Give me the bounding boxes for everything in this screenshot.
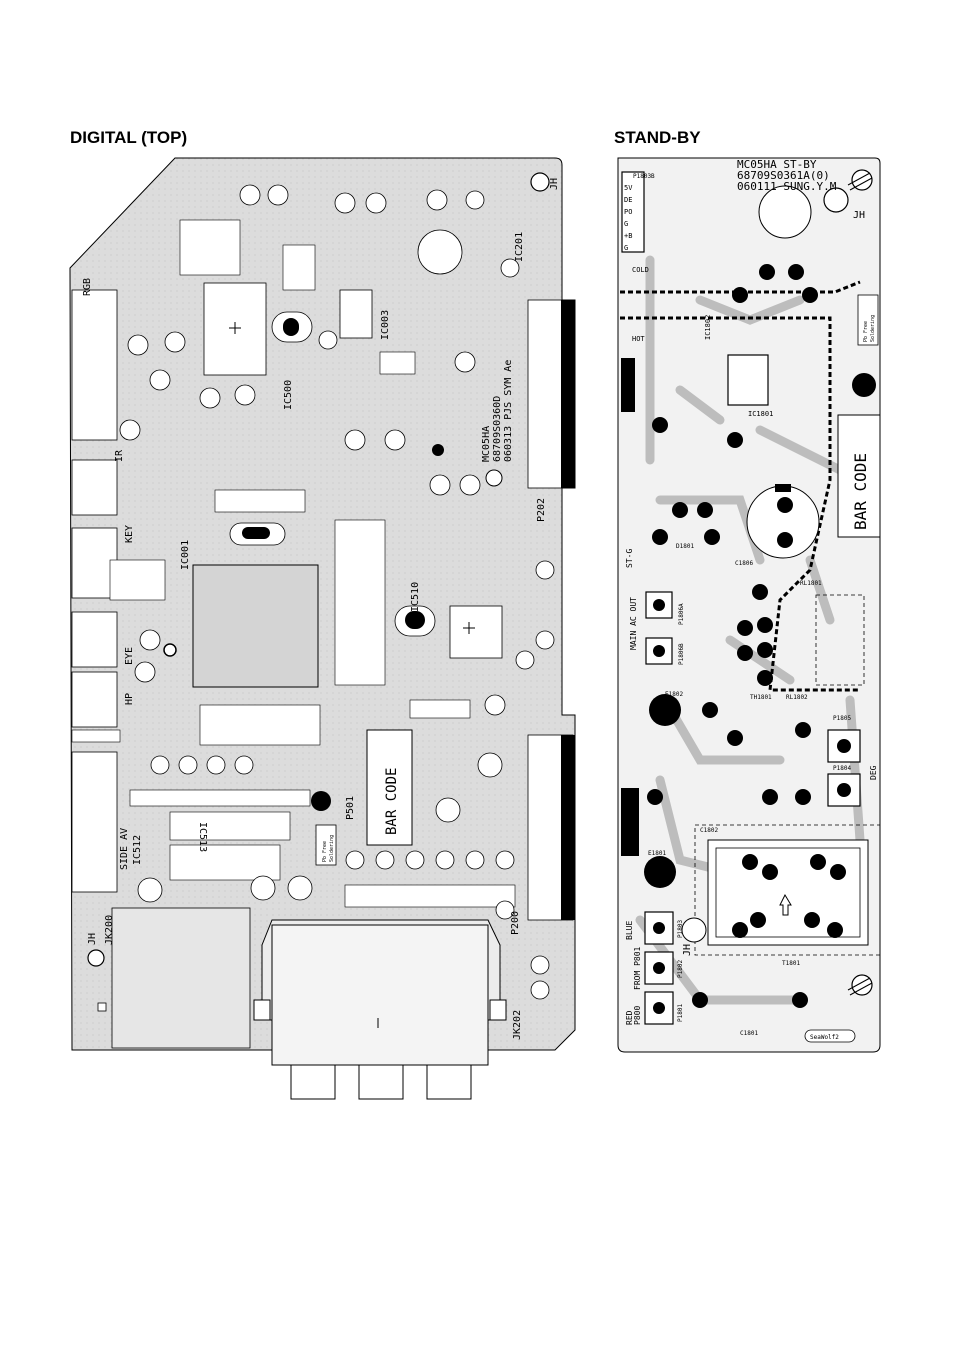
ic-label-ic1802: IC1802 <box>704 315 712 340</box>
standby-header: MC05HA ST-BY 68709S0361A(0) 060111 SUNG.… <box>737 158 837 193</box>
ic-label-ic001: IC001 <box>180 540 191 570</box>
ic-label-ic1801: IC1801 <box>748 410 773 418</box>
part-label-e1801: E1801 <box>648 850 666 857</box>
digital-top-title: DIGITAL (TOP) <box>70 128 188 147</box>
ic-label-ic003: IC003 <box>380 310 391 340</box>
part-label-p1803: P1803 <box>677 920 684 938</box>
jack-label-jk200: JK200 <box>104 915 115 945</box>
port-label-p202: P202 <box>536 498 547 522</box>
standby-pb-free-line-2: Soldering <box>870 315 876 342</box>
pin-label-de: DE <box>624 196 632 204</box>
pin-label-po: PO <box>624 208 632 216</box>
connector-label-eye: EYE <box>124 647 135 665</box>
part-label-c1801: C1801 <box>740 1030 758 1037</box>
digital-bar-code: BAR CODE <box>384 768 400 835</box>
part-label-c1802: C1802 <box>700 827 718 834</box>
digital-pb-free: Pb Free Soldering <box>315 824 337 866</box>
connector-label-rgb: RGB <box>82 278 93 296</box>
ic-label-ic201: IC201 <box>514 232 525 262</box>
side-label-p800: P800 <box>633 1006 642 1025</box>
standby-header-line-2: 68709S0361A(0) <box>737 169 830 182</box>
standby-left-pins: 5V DE PO G +B G <box>624 184 633 252</box>
side-label-main-ac-out: MAIN AC OUT <box>629 597 638 650</box>
part-label-p1806a: P1806A <box>678 603 685 625</box>
ic-label-ic513: IC513 <box>197 822 208 852</box>
ic-label-ic510: IC510 <box>410 582 421 612</box>
region-label-hot: HOT <box>632 335 645 343</box>
pb-free-line-2: Soldering <box>329 835 335 862</box>
standby-jh-top: JH <box>853 210 865 221</box>
port-label-p501: P501 <box>345 796 356 820</box>
jh-mark-bottom: JH <box>87 933 98 945</box>
ic-label-ic500: IC500 <box>283 380 294 410</box>
standby-jh-bottom: JH <box>682 944 693 956</box>
standby-side-labels: ST-G MAIN AC OUT DEG BLUE RED FROM P801 … <box>625 549 878 1025</box>
pin-label-b: +B <box>624 232 632 240</box>
connector-label-ir: IR <box>114 449 125 462</box>
standby-header-line-1: MC05HA ST-BY <box>737 158 817 171</box>
connector-label-side-av: SIDE AV <box>119 828 130 870</box>
part-label-p1802: P1802 <box>677 960 684 978</box>
part-label-th1801: TH1801 <box>750 694 772 701</box>
pcb-info-line-1: MC05HA <box>481 426 492 462</box>
part-label-p1804: P1804 <box>833 765 851 772</box>
pin-label-5v: 5V <box>624 184 633 192</box>
region-label-cold: COLD <box>632 266 649 274</box>
connector-label-key: KEY <box>124 525 135 543</box>
part-label-p1803b: P1803B <box>633 173 655 180</box>
pcb-info-line-2: 68709S0360D <box>492 396 503 462</box>
connector-label-hp: HP <box>124 693 135 705</box>
part-label-p1806b: P1806B <box>678 643 685 665</box>
pin-label-g2: G <box>624 244 628 252</box>
digital-board: RGB IR KEY EYE HP SIDE AV IC003 IC500 IC… <box>69 157 576 1100</box>
left-connectors <box>71 289 121 893</box>
part-label-rl1802: RL1802 <box>786 694 808 701</box>
jack-label-jk202: JK202 <box>512 1010 523 1040</box>
part-label-p1801: P1801 <box>677 1004 684 1022</box>
standby-bar-code: BAR CODE <box>851 453 870 530</box>
standby-part-labels: P1803B RL1801 RL1802 TH1801 T1801 E1801 … <box>633 173 851 1037</box>
part-label-p1805: P1805 <box>833 715 851 722</box>
part-label-d1801: D1801 <box>676 543 694 550</box>
pin-label-g1: G <box>624 220 628 228</box>
pcb-info-line-3: 060313 PJS SYM Ae <box>503 360 514 462</box>
sealwolf-mark: SeaWolf2 <box>810 1034 839 1041</box>
standby-pb-free: Pb Free Soldering <box>857 294 879 346</box>
side-label-st-g: ST-G <box>625 549 634 568</box>
side-label-red: RED <box>625 1010 634 1025</box>
side-label-deg: DEG <box>869 765 878 780</box>
standby-board: MC05HA ST-BY 68709S0361A(0) 060111 SUNG.… <box>617 157 881 1053</box>
part-label-c1806: C1806 <box>735 560 753 567</box>
standby-title: STAND-BY <box>614 128 701 147</box>
ic-label-ic512: IC512 <box>132 835 143 865</box>
standby-pb-free-line-1: Pb Free <box>863 321 869 342</box>
side-label-blue: BLUE <box>625 921 634 940</box>
part-label-t1801: T1801 <box>782 960 800 967</box>
pb-free-line-1: Pb Free <box>322 841 328 862</box>
jh-mark-top: JH <box>549 178 560 190</box>
side-label-from-p801: FROM P801 <box>633 946 642 990</box>
port-label-p200: P200 <box>510 911 521 935</box>
part-label-e1802: E1802 <box>665 691 683 698</box>
part-label-rl1801: RL1801 <box>800 580 822 587</box>
standby-header-line-3: 060111 SUNG.Y.M <box>737 180 837 193</box>
digital-pcb-info: MC05HA 68709S0360D 060313 PJS SYM Ae <box>481 360 514 462</box>
